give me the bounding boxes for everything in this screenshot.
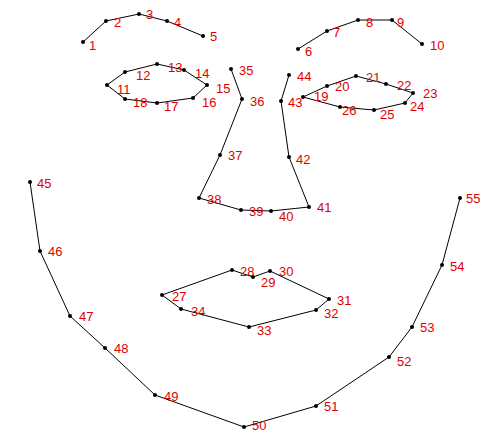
callout-number: 10 bbox=[430, 38, 444, 53]
callout-number: 19 bbox=[314, 89, 328, 104]
callout-number: 6 bbox=[305, 44, 312, 59]
callout-number: 17 bbox=[164, 99, 178, 114]
callout-number: 7 bbox=[333, 25, 340, 40]
callout-number: 53 bbox=[420, 320, 434, 335]
callout-number: 23 bbox=[423, 86, 437, 101]
callout-number: 12 bbox=[136, 68, 150, 83]
callout-number: 37 bbox=[228, 148, 242, 163]
callout-number: 24 bbox=[410, 99, 424, 114]
callout-number: 34 bbox=[191, 304, 205, 319]
callout-number: 25 bbox=[380, 107, 394, 122]
callout-number: 50 bbox=[252, 418, 266, 433]
callout-number: 48 bbox=[114, 341, 128, 356]
callout-number: 21 bbox=[366, 70, 380, 85]
callout-number: 1 bbox=[89, 38, 96, 53]
callout-number: 43 bbox=[288, 95, 302, 110]
callout-number: 18 bbox=[133, 95, 147, 110]
callout-number: 36 bbox=[250, 94, 264, 109]
callout-number: 39 bbox=[249, 204, 263, 219]
callout-number: 15 bbox=[216, 81, 230, 96]
callout-number: 3 bbox=[146, 7, 153, 22]
callout-number: 44 bbox=[297, 69, 311, 84]
callout-number: 49 bbox=[164, 389, 178, 404]
callout-number: 47 bbox=[79, 309, 93, 324]
callout-number: 33 bbox=[257, 323, 271, 338]
callout-number: 26 bbox=[342, 103, 356, 118]
callout-number: 5 bbox=[210, 29, 217, 44]
callout-number: 9 bbox=[397, 15, 404, 30]
callout-number: 40 bbox=[279, 209, 293, 224]
callout-number: 30 bbox=[279, 264, 293, 279]
callout-number: 29 bbox=[261, 275, 275, 290]
callout-number: 52 bbox=[397, 354, 411, 369]
callout-number: 11 bbox=[117, 82, 131, 97]
callout-number: 28 bbox=[240, 264, 254, 279]
callout-number: 55 bbox=[466, 191, 480, 206]
callout-number: 54 bbox=[450, 259, 464, 274]
callout-number: 45 bbox=[37, 176, 51, 191]
callout-number: 2 bbox=[114, 15, 121, 30]
callout-number: 27 bbox=[172, 289, 186, 304]
callout-number: 16 bbox=[202, 95, 216, 110]
callout-number: 8 bbox=[366, 15, 373, 30]
callout-number: 31 bbox=[337, 293, 351, 308]
callout-number: 35 bbox=[239, 63, 253, 78]
callout-number: 38 bbox=[207, 192, 221, 207]
callout-number: 42 bbox=[296, 152, 310, 167]
callout-number: 14 bbox=[195, 66, 209, 81]
callout-number: 41 bbox=[317, 200, 331, 215]
callout-number: 22 bbox=[397, 78, 411, 93]
callout-number: 51 bbox=[324, 399, 338, 414]
callout-number: 4 bbox=[174, 15, 181, 30]
callout-number: 46 bbox=[48, 244, 62, 259]
callout-number: 13 bbox=[168, 60, 182, 75]
callout-number: 20 bbox=[335, 79, 349, 94]
callout-number: 32 bbox=[324, 306, 338, 321]
